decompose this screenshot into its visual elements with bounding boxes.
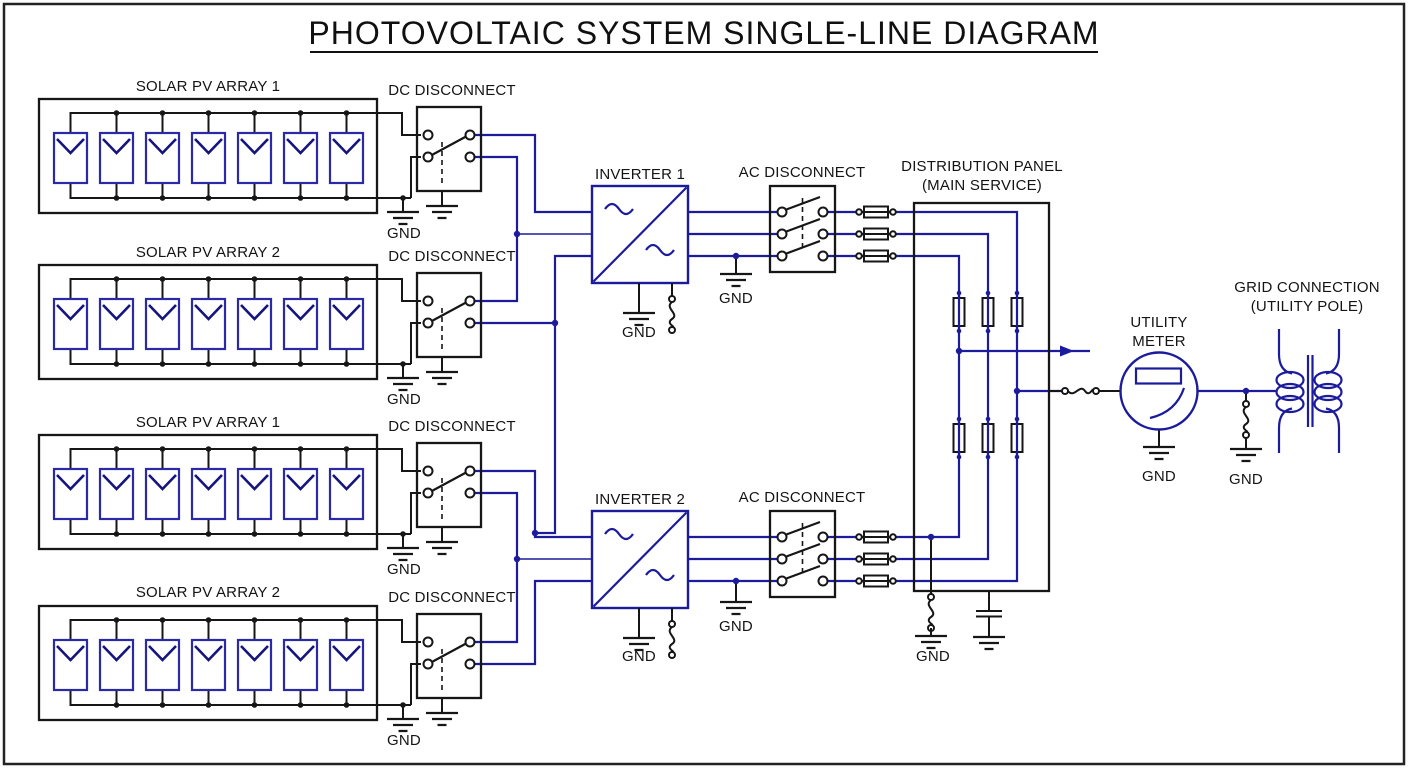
inverter-1-label: INVERTER 1: [595, 166, 685, 183]
gnd-label: GND: [916, 648, 950, 665]
gnd-label: GND: [387, 391, 421, 408]
grid-transformer-symbol: [1275, 329, 1343, 453]
meter-label-line2: METER: [1132, 333, 1186, 350]
panel-bus-wiring: [914, 210, 1090, 583]
grid-label-line1: GRID CONNECTION: [1234, 279, 1380, 296]
pv-array-4: [39, 606, 421, 731]
ac-disconnect-1-label: AC DISCONNECT: [739, 164, 866, 181]
array-2-label: SOLAR PV ARRAY 2: [136, 244, 280, 261]
wire-junctions: [513, 230, 1250, 585]
inverter-2-label: INVERTER 2: [595, 491, 685, 508]
ac2-neutral-ground: [718, 581, 754, 616]
ac-disconnect-2-label: AC DISCONNECT: [739, 489, 866, 506]
panel-label-line1: DISTRIBUTION PANEL: [901, 158, 1063, 175]
panel-breaker-fuse: [952, 415, 966, 461]
array-4-label: SOLAR PV ARRAY 2: [136, 584, 280, 601]
dc-wiring-inverter-2: [470, 469, 592, 666]
panel-surge-ground: [913, 537, 949, 650]
meter-service-link: [1049, 387, 1120, 395]
dc-wiring-inverter-1: [470, 133, 592, 535]
utility-meter-symbol: [1119, 351, 1199, 431]
meter-ground: [1141, 430, 1177, 461]
meter-label-line1: UTILITY: [1130, 314, 1187, 331]
gnd-label: GND: [1142, 468, 1176, 485]
panel-breaker-fuse: [952, 289, 966, 335]
gnd-label: GND: [387, 732, 421, 749]
gnd-label: GND: [387, 225, 421, 242]
panel-label-line2: (MAIN SERVICE): [922, 177, 1042, 194]
panel-capacitor: [971, 591, 1007, 651]
dc-disconnect-1-label: DC DISCONNECT: [388, 82, 516, 99]
panel-breaker-fuse: [1010, 289, 1024, 335]
gnd-label: GND: [719, 290, 753, 307]
gnd-label: GND: [1229, 471, 1263, 488]
panel-breaker-fuse: [1010, 415, 1024, 461]
array-3-label: SOLAR PV ARRAY 1: [136, 414, 280, 431]
array-1-label: SOLAR PV ARRAY 1: [136, 78, 280, 95]
gnd-label: GND: [387, 561, 421, 578]
pv-array-2: [39, 265, 421, 390]
pv-array-3: [39, 435, 421, 560]
pv-array-1: [39, 99, 421, 224]
dc-disconnect-3-label: DC DISCONNECT: [388, 418, 516, 435]
feeder-arrow: [1060, 345, 1074, 357]
grid-label-line2: (UTILITY POLE): [1251, 298, 1364, 315]
distribution-panel-box: [912, 201, 1051, 593]
dc-disconnect-2-label: DC DISCONNECT: [388, 248, 516, 265]
panel-breaker-fuse: [981, 415, 995, 461]
page-title: PHOTOVOLTAIC SYSTEM SINGLE-LINE DIAGRAM: [308, 15, 1099, 51]
gnd-label: GND: [622, 324, 656, 341]
gnd-label: GND: [622, 648, 656, 665]
panel-breaker-fuse: [981, 289, 995, 335]
gnd-label: GND: [719, 618, 753, 635]
dc-disconnect-4-label: DC DISCONNECT: [388, 589, 516, 606]
